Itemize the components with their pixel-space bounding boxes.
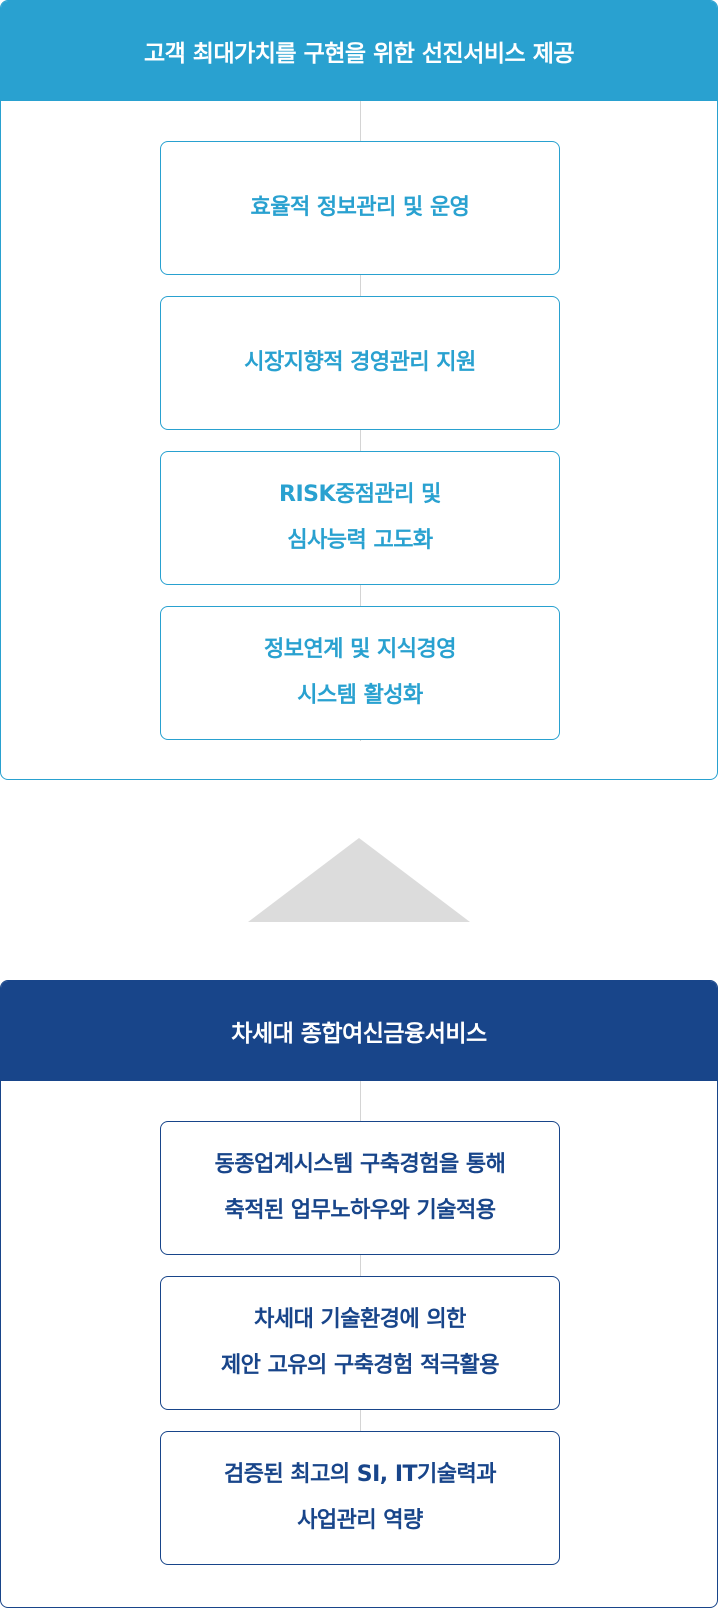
top-card-1-line-1: 효율적 정보관리 및 운영 — [250, 195, 470, 220]
bottom-card-1-line-2: 축적된 업무노하우와 기술적용 — [224, 1198, 496, 1223]
top-card-3-line-1: RISK중점관리 및 — [279, 482, 441, 507]
bottom-panel: 차세대 종합여신금융서비스 동종업계시스템 구축경험을 통해 축적된 업무노하우… — [0, 980, 718, 1608]
bottom-card-1: 동종업계시스템 구축경험을 통해 축적된 업무노하우와 기술적용 — [160, 1121, 560, 1255]
top-card-1: 효율적 정보관리 및 운영 — [160, 141, 560, 275]
bottom-card-1-line-1: 동종업계시스템 구축경험을 통해 — [214, 1152, 506, 1177]
bottom-card-2-line-1: 차세대 기술환경에 의한 — [254, 1307, 466, 1332]
bottom-panel-title: 차세대 종합여신금융서비스 — [1, 981, 717, 1081]
top-card-4-line-1: 정보연계 및 지식경영 — [264, 637, 456, 662]
top-panel-title: 고객 최대가치를 구현을 위한 선진서비스 제공 — [1, 1, 717, 101]
up-triangle-arrow-icon — [248, 838, 470, 922]
bottom-card-3-line-1: 검증된 최고의 SI, IT기술력과 — [224, 1462, 496, 1487]
top-card-4: 정보연계 및 지식경영 시스템 활성화 — [160, 606, 560, 740]
top-panel: 고객 최대가치를 구현을 위한 선진서비스 제공 효율적 정보관리 및 운영 시… — [0, 0, 718, 780]
bottom-card-2-line-2: 제안 고유의 구축경험 적극활용 — [220, 1353, 500, 1378]
top-card-3-line-2: 심사능력 고도화 — [287, 528, 433, 553]
bottom-card-3: 검증된 최고의 SI, IT기술력과 사업관리 역량 — [160, 1431, 560, 1565]
top-card-2: 시장지향적 경영관리 지원 — [160, 296, 560, 430]
top-card-3: RISK중점관리 및 심사능력 고도화 — [160, 451, 560, 585]
bottom-card-3-line-2: 사업관리 역량 — [297, 1508, 423, 1533]
top-card-2-line-1: 시장지향적 경영관리 지원 — [244, 350, 476, 375]
arrow-shape — [248, 838, 470, 922]
bottom-card-2: 차세대 기술환경에 의한 제안 고유의 구축경험 적극활용 — [160, 1276, 560, 1410]
top-card-4-line-2: 시스템 활성화 — [297, 683, 423, 708]
